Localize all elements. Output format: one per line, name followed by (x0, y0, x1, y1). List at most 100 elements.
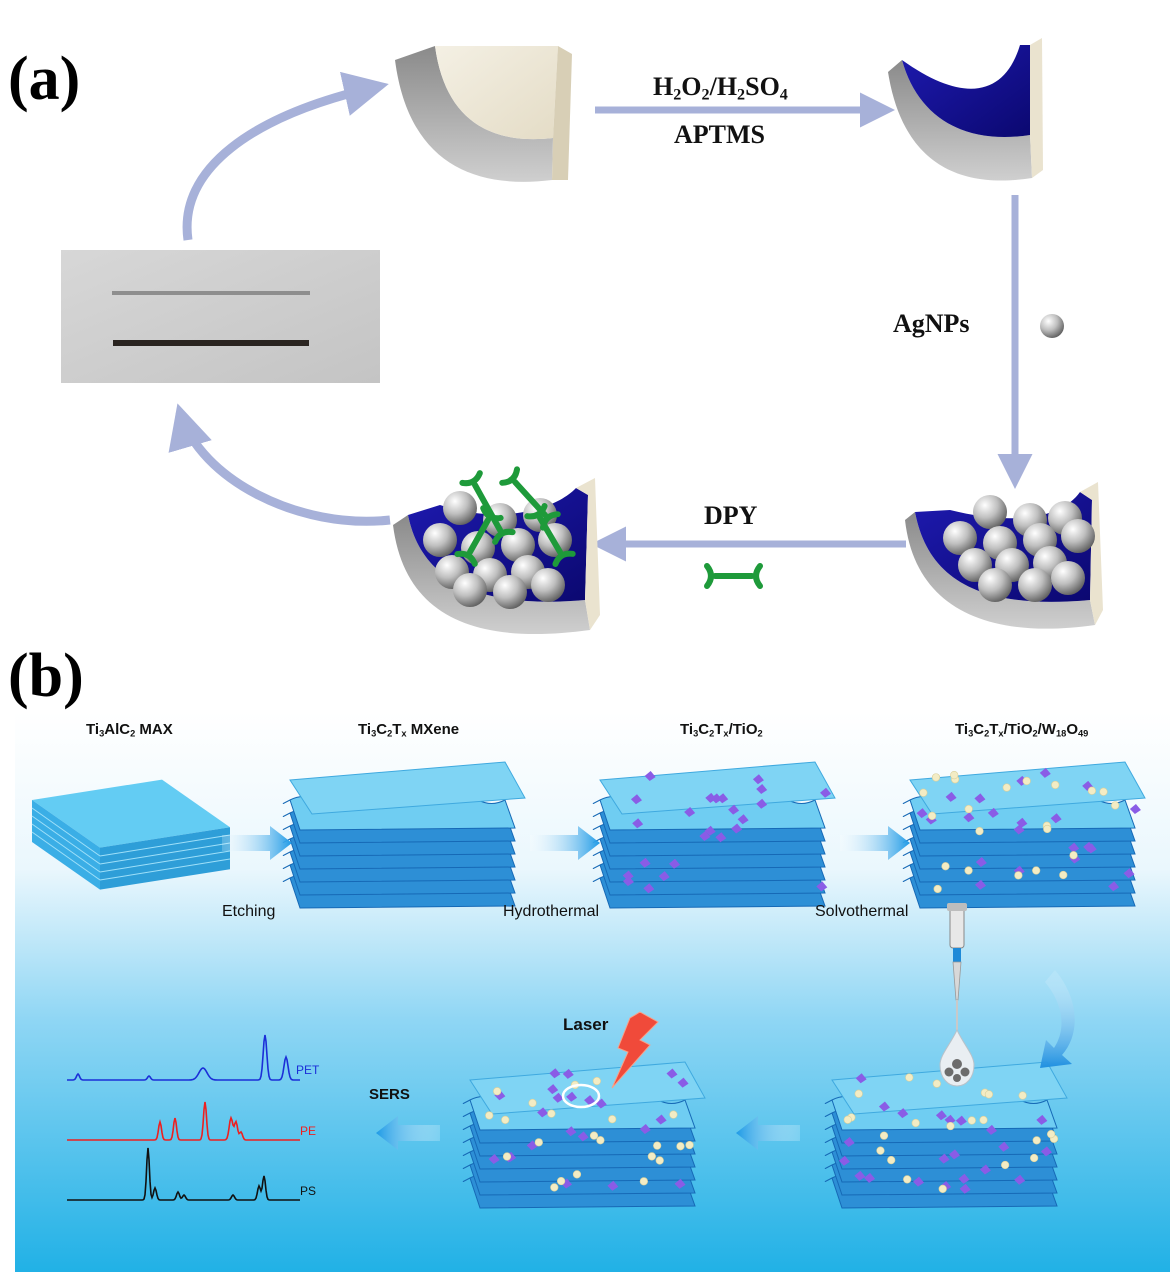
w18o49-particle (843, 1115, 852, 1124)
tio2-flake (561, 1178, 573, 1189)
w18o49-particle (1032, 1136, 1041, 1145)
max-phase-block (31, 779, 231, 890)
stage-label-tio2: Ti3C2Tx/TiO2 (680, 721, 763, 739)
tio2-flake (677, 1077, 689, 1088)
tio2-flake (728, 804, 740, 815)
curved-arrow-up (182, 71, 389, 241)
tio2-flake (494, 1090, 506, 1101)
capillary-groove-bottom (113, 340, 309, 346)
w18o49-particle (1046, 1130, 1056, 1139)
tio2-flake (938, 1153, 950, 1164)
dpy-molecule-icon (704, 563, 763, 589)
tio2-flake (565, 1126, 577, 1137)
arrow-sers (376, 1116, 440, 1150)
tio2-flake (632, 818, 644, 829)
w18o49-particle (502, 1152, 512, 1161)
w18o49-particle (1001, 1160, 1010, 1170)
tio2-flake (916, 808, 928, 819)
silver-nanoparticle-icon (1040, 314, 1064, 338)
w18o49-particle (941, 862, 950, 871)
spectrum-label-ps: PS (300, 1184, 317, 1198)
laser-bolt-icon (611, 1011, 659, 1089)
curved-arrow-down (168, 403, 391, 526)
arrow-etching (222, 826, 292, 860)
w18o49-particle (676, 1142, 685, 1151)
w18o49-particle (501, 1115, 510, 1124)
tio2-flake (959, 1183, 971, 1194)
tio2-flake (944, 1114, 956, 1125)
w18o49-particle (903, 1175, 912, 1184)
tio2-flake (537, 1107, 549, 1118)
w18o49-particle (979, 1115, 988, 1125)
tio2-flake (945, 791, 957, 802)
tio2-flake (998, 1141, 1010, 1152)
tio2-flake (752, 774, 764, 785)
agnp-ball-with-probe (531, 568, 565, 602)
tio2-flake (622, 876, 634, 887)
w18o49-particle (1043, 824, 1052, 834)
tio2-flake (1068, 842, 1080, 853)
w18o49-particle (928, 811, 937, 821)
tio2-flake (577, 1131, 589, 1142)
w18o49-particle (975, 827, 984, 836)
agnp-ball-with-probe (423, 523, 457, 557)
process-sers: SERS (369, 1086, 410, 1103)
laser-spot-ring (561, 1083, 601, 1109)
w18o49-particle (931, 773, 941, 782)
tio2-flake (488, 1153, 500, 1164)
tio2-flake (595, 1098, 607, 1109)
tio2-stack (592, 761, 836, 909)
tio2-flake (948, 1149, 960, 1160)
sers-spectra (67, 1034, 300, 1201)
tio2-flake (1040, 1146, 1052, 1157)
tio2-flake (684, 807, 696, 818)
w18o49-particle (550, 1183, 559, 1192)
tio2-flake (1016, 817, 1028, 828)
spectrum-label-pe: PE (300, 1124, 317, 1138)
tio2-flake (639, 857, 651, 868)
process-etching: Etching (222, 903, 276, 920)
w18o49-particle (589, 1131, 599, 1140)
process-hydrothermal: Hydrothermal (503, 903, 600, 920)
tio2-flake (854, 1170, 866, 1181)
tio2-flake (699, 831, 711, 842)
tio2-flake (1050, 813, 1062, 824)
bare-capillary-channel (395, 46, 572, 182)
tio2-flake (979, 1164, 991, 1175)
tio2-flake (643, 883, 655, 894)
w18o49-particle (946, 1121, 955, 1131)
tio2-flake (1083, 841, 1095, 852)
spectrum-pet (67, 1034, 300, 1081)
tio2-flake (1014, 1174, 1026, 1185)
w18o49-particle (1014, 871, 1023, 880)
tio2-flake (552, 1092, 564, 1103)
tio2-flake (1123, 868, 1135, 879)
tio2-flake (975, 856, 987, 867)
w18o49-particle (528, 1098, 537, 1108)
agnp-ball (1061, 519, 1095, 553)
w18o49-particle (1111, 801, 1120, 810)
w18o49-particle (485, 1111, 494, 1120)
arrow-hydrothermal (530, 826, 600, 860)
w18o49-particle (1087, 786, 1097, 795)
spectrum-ps (67, 1147, 300, 1201)
tio2-flake (717, 793, 729, 804)
w18o49-particle (608, 1115, 617, 1124)
tio2-flake (987, 807, 999, 818)
glass-slide-photo (61, 250, 380, 383)
w18o49-particle (938, 1184, 947, 1194)
reagent-h2o2-h2so4: H2O2/H2SO4 (653, 72, 788, 104)
arrow-curved-down (1040, 970, 1075, 1068)
w18o49-particle (876, 1146, 885, 1155)
w18o49-particle (685, 1140, 694, 1150)
dpy-molecule (524, 503, 576, 567)
tio2-flake (710, 793, 722, 804)
w18o49-particle (919, 788, 928, 797)
deposited-stack (824, 1061, 1068, 1209)
tio2-flake (715, 832, 727, 843)
tio2-flake (666, 1068, 678, 1079)
w18o49-particle (879, 1131, 889, 1140)
tio2-flake (630, 794, 642, 805)
stage-label-w18o49: Ti3C2Tx/TiO2/W18O49 (955, 721, 1089, 739)
